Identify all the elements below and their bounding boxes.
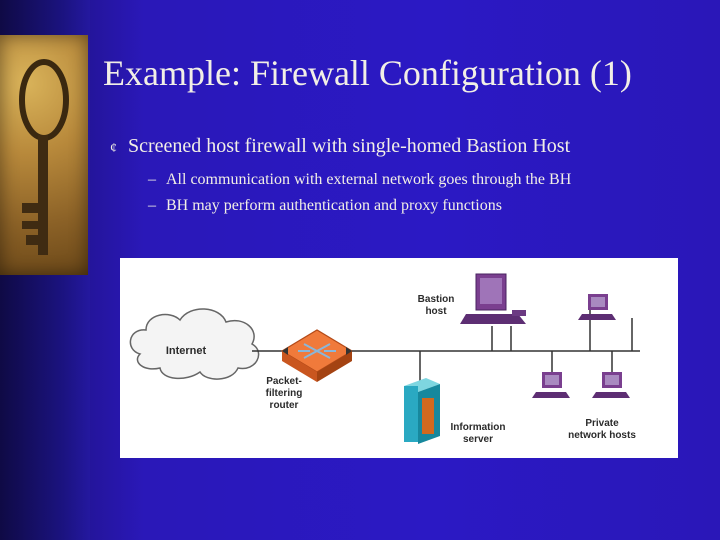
- private-host-icon: [532, 372, 570, 398]
- sub-bullet-text: BH may perform authentication and proxy …: [166, 197, 502, 214]
- router-label: Packet- filtering router: [265, 376, 303, 411]
- internet-cloud-icon: [129, 308, 260, 380]
- sub-bullet-item: –BH may perform authentication and proxy…: [148, 196, 502, 216]
- bastion-host-icon: [460, 273, 526, 324]
- skeleton-key-photo: [0, 35, 88, 275]
- information-server-icon: [404, 378, 440, 444]
- dash-mark: –: [148, 197, 156, 214]
- slide-title: Example: Firewall Configuration (1): [103, 53, 632, 93]
- bullet-mark: ¢: [110, 141, 117, 156]
- sub-bullet-text: All communication with external network …: [166, 171, 572, 188]
- bastion-label: Bastion host: [417, 294, 455, 317]
- dash-mark: –: [148, 171, 156, 188]
- network-diagram: Internet Bastion host Packet- filtering …: [120, 258, 678, 458]
- router-icon: [280, 329, 354, 382]
- key-icon: [19, 59, 69, 255]
- private-host-icon: [578, 294, 616, 320]
- private-hosts-label: Private network hosts: [568, 418, 636, 441]
- bullet-text: Screened host firewall with single-homed…: [128, 135, 571, 157]
- info-server-label: Information server: [450, 422, 506, 445]
- private-host-icon: [592, 372, 630, 398]
- bullet-item: ¢ Screened host firewall with single-home…: [110, 134, 570, 161]
- sub-bullet-item: –All communication with external network…: [148, 170, 571, 190]
- internet-label: Internet: [165, 345, 207, 357]
